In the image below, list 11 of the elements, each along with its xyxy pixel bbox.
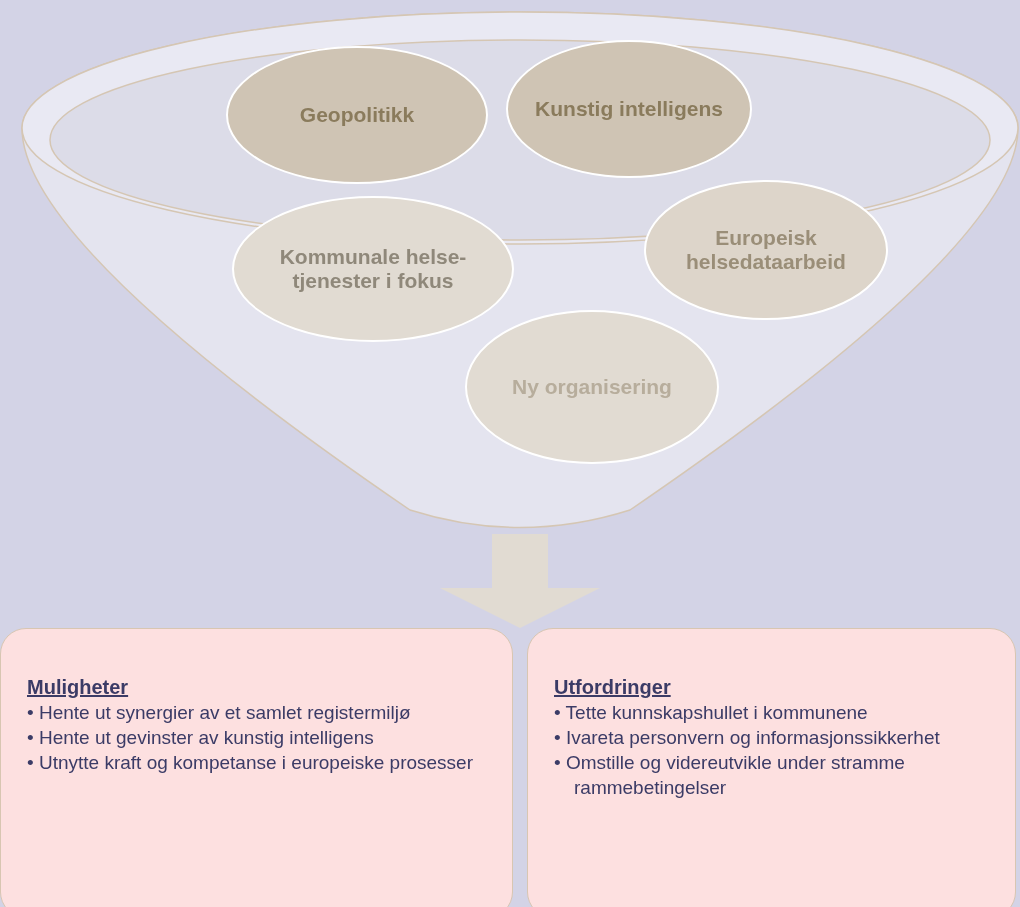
bullet-text: • Utnytte kraft og kompetanse i europeiske prosesser (27, 751, 474, 775)
bullet-text: • Tette kunnskapshullet i kommunene (554, 701, 869, 725)
card-panel (0, 628, 513, 907)
block-arrow (440, 534, 600, 628)
card-panel (527, 628, 1016, 907)
bullet-text: • Omstille og videreutvikle under stramme rammebetingelser (554, 751, 906, 800)
bullet-text: • Hente ut synergier av et samlet registermiljø (27, 701, 412, 725)
heading: Muligheter (27, 675, 129, 700)
bullet-text: • Hente ut gevinster av kunstig intelligens (27, 726, 375, 750)
bullet-text: • Ivareta personvern og informasjonssikkerhet (554, 726, 941, 750)
heading: Utfordringer (554, 675, 671, 700)
